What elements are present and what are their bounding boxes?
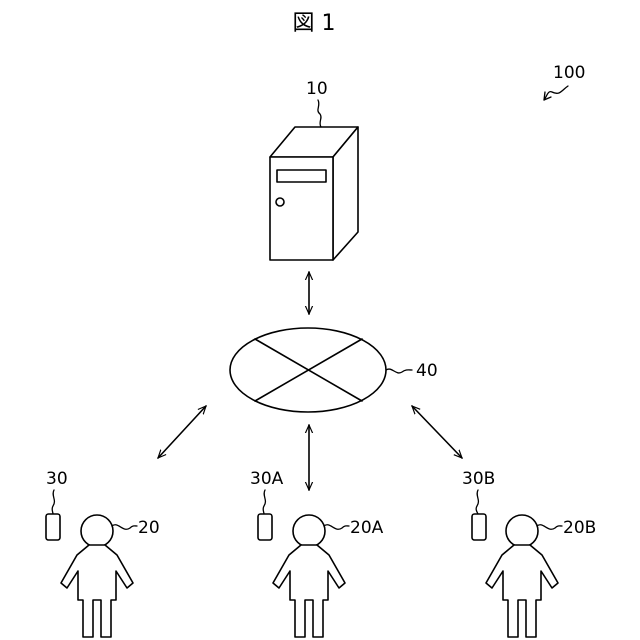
person-leader-2: [324, 525, 349, 529]
person-icon: [273, 515, 345, 637]
system-label: 100: [553, 63, 585, 83]
user-group-1: 30 20: [46, 469, 160, 637]
server-leader-line: [318, 100, 321, 127]
person-leader-1: [112, 525, 137, 529]
network-leader-line: [386, 369, 412, 373]
mobile-device-icon: [46, 514, 60, 540]
device-label-1: 30: [46, 469, 68, 489]
server-tower-icon: [270, 127, 358, 260]
device-leader-3: [476, 490, 478, 514]
device-leader-2: [263, 490, 265, 514]
user-group-2: 30A 20A: [250, 469, 384, 637]
person-leader-3: [537, 525, 562, 529]
mobile-device-icon: [258, 514, 272, 540]
network-label: 40: [416, 361, 438, 381]
network-cloud-icon: [230, 328, 386, 412]
person-label-1: 20: [138, 518, 160, 538]
mobile-device-icon: [472, 514, 486, 540]
server-label: 10: [306, 79, 328, 99]
person-icon: [486, 515, 558, 637]
network-user-arrow-1: [158, 406, 206, 458]
figure-title: 図 1: [293, 11, 336, 36]
device-label-3: 30B: [462, 469, 495, 489]
person-icon: [61, 515, 133, 637]
person-label-3: 20B: [563, 518, 596, 538]
device-leader-1: [52, 490, 54, 514]
device-label-2: 30A: [250, 469, 284, 489]
user-group-3: 30B 20B: [462, 469, 596, 637]
network-user-arrow-3: [412, 406, 462, 458]
person-label-2: 20A: [350, 518, 384, 538]
